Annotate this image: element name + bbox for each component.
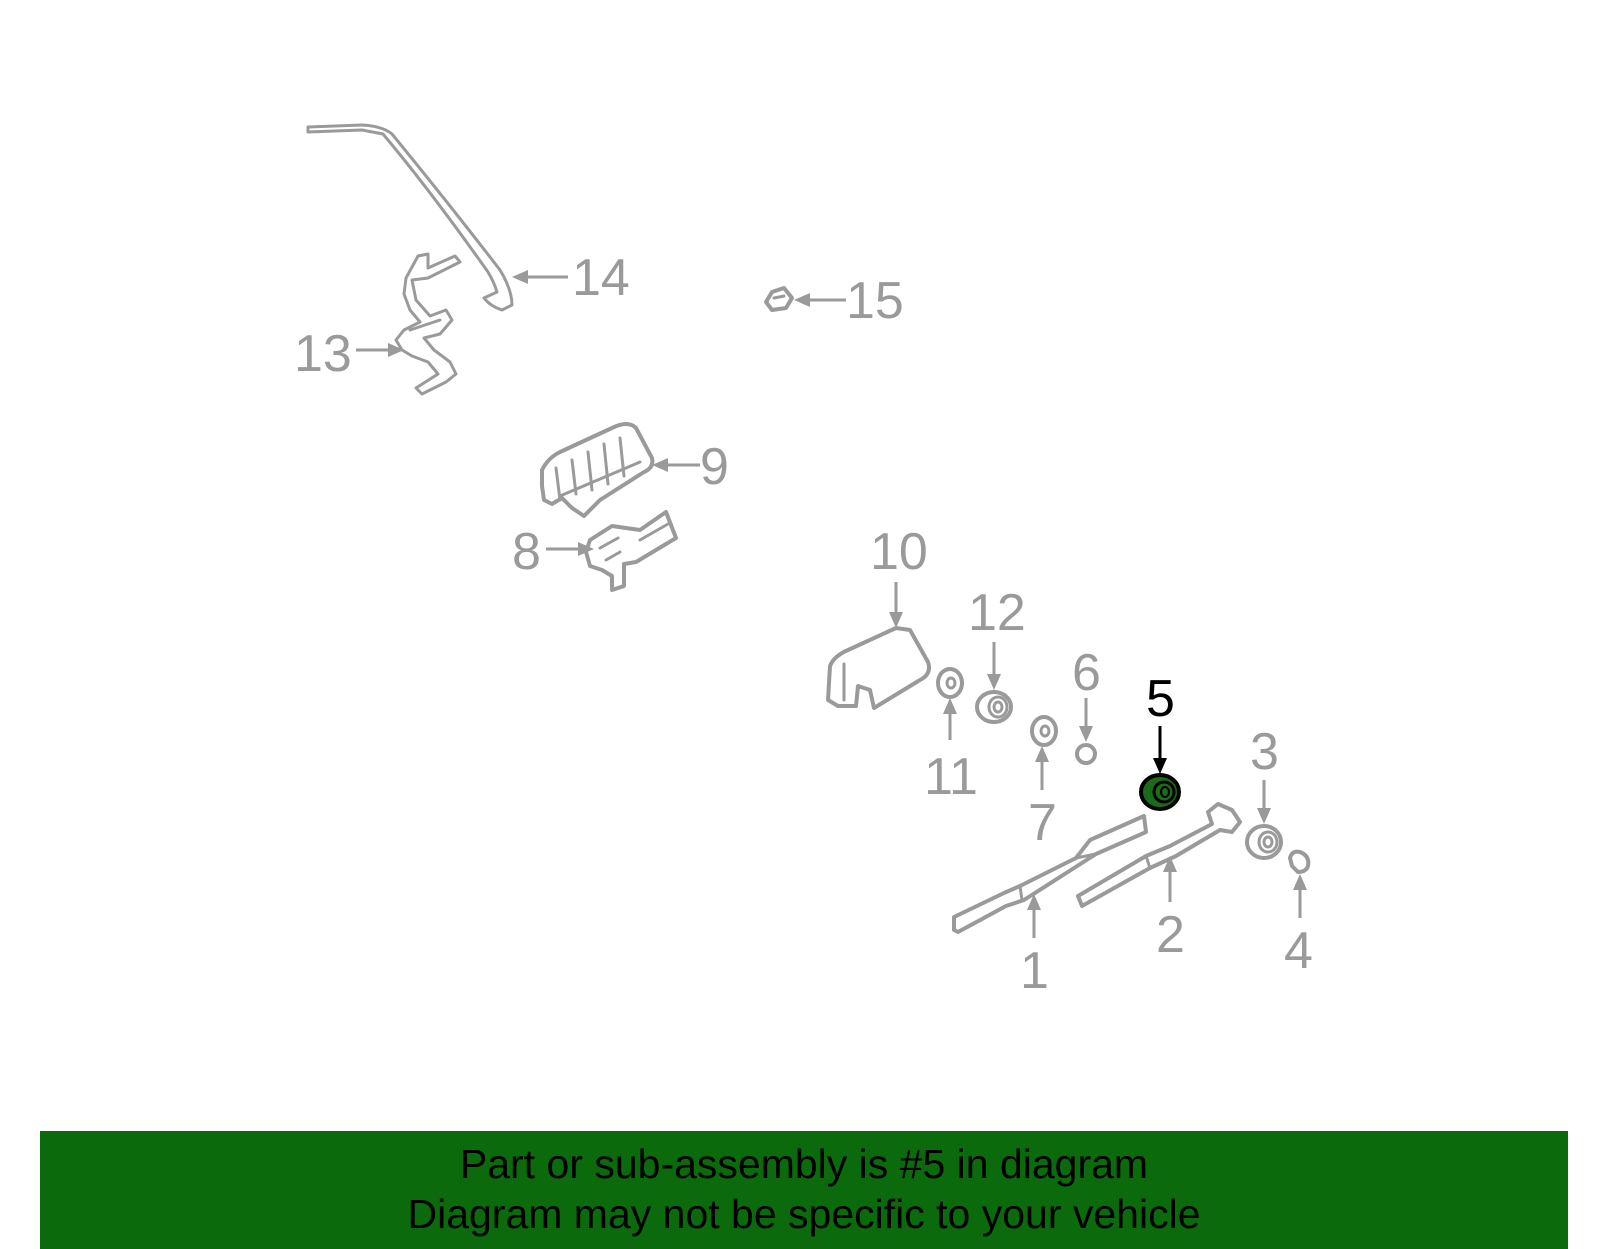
part-11-washer[interactable] — [936, 667, 964, 699]
callout-6: 6 — [1072, 644, 1101, 742]
callout-1: 1 — [1020, 894, 1049, 1000]
part-14-washer-hose[interactable] — [306, 123, 514, 312]
callout-2: 2 — [1156, 856, 1185, 964]
callout-number-11: 11 — [924, 748, 978, 806]
part-1-wiper-arm[interactable] — [952, 814, 1148, 934]
info-banner: Part or sub-assembly is #5 in diagram Di… — [40, 1131, 1568, 1249]
callout-15: 15 — [794, 272, 904, 330]
callout-number-8: 8 — [512, 523, 541, 581]
part-7-washer[interactable] — [1030, 715, 1058, 747]
callout-number-3: 3 — [1250, 723, 1279, 781]
callout-number-4: 4 — [1284, 922, 1313, 980]
callout-number-15: 15 — [846, 272, 904, 330]
callout-12: 12 — [968, 584, 1026, 690]
part-13-hose-bracket[interactable] — [394, 252, 462, 396]
part-5-cap-highlighted[interactable] — [1139, 773, 1181, 811]
callout-5-highlighted: 5 — [1146, 670, 1175, 774]
callout-11: 11 — [924, 698, 978, 806]
callout-9: 9 — [652, 438, 729, 496]
callout-10: 10 — [870, 523, 928, 628]
callout-4: 4 — [1284, 874, 1313, 980]
callout-number-13: 13 — [294, 325, 352, 383]
part-2-wiper-blade[interactable] — [1076, 802, 1242, 908]
callout-number-9: 9 — [700, 438, 729, 496]
part-6-ring[interactable] — [1075, 743, 1097, 765]
part-12-nut[interactable] — [975, 690, 1013, 724]
part-9-cover[interactable] — [540, 422, 655, 518]
callout-13: 13 — [294, 325, 404, 383]
callout-number-6: 6 — [1072, 644, 1101, 702]
banner-disclaimer: Diagram may not be specific to your vehi… — [407, 1191, 1201, 1237]
callout-number-5: 5 — [1146, 670, 1175, 728]
part-3-nut[interactable] — [1245, 824, 1283, 860]
part-10-arm-cover[interactable] — [826, 626, 931, 710]
callout-number-7: 7 — [1028, 794, 1057, 852]
callout-number-12: 12 — [968, 584, 1026, 642]
callout-number-10: 10 — [870, 523, 928, 581]
part-8-bracket[interactable] — [584, 510, 678, 592]
callout-number-1: 1 — [1020, 942, 1049, 1000]
callout-number-2: 2 — [1156, 906, 1185, 964]
callout-3: 3 — [1250, 723, 1279, 824]
callout-14: 14 — [512, 249, 630, 307]
callout-number-14: 14 — [572, 249, 630, 307]
banner-part-note: Part or sub-assembly is #5 in diagram — [459, 1141, 1149, 1187]
part-15-grommet[interactable] — [764, 286, 794, 312]
callout-7: 7 — [1028, 746, 1057, 852]
part-4-cap[interactable] — [1288, 849, 1311, 874]
callout-8: 8 — [512, 523, 594, 581]
